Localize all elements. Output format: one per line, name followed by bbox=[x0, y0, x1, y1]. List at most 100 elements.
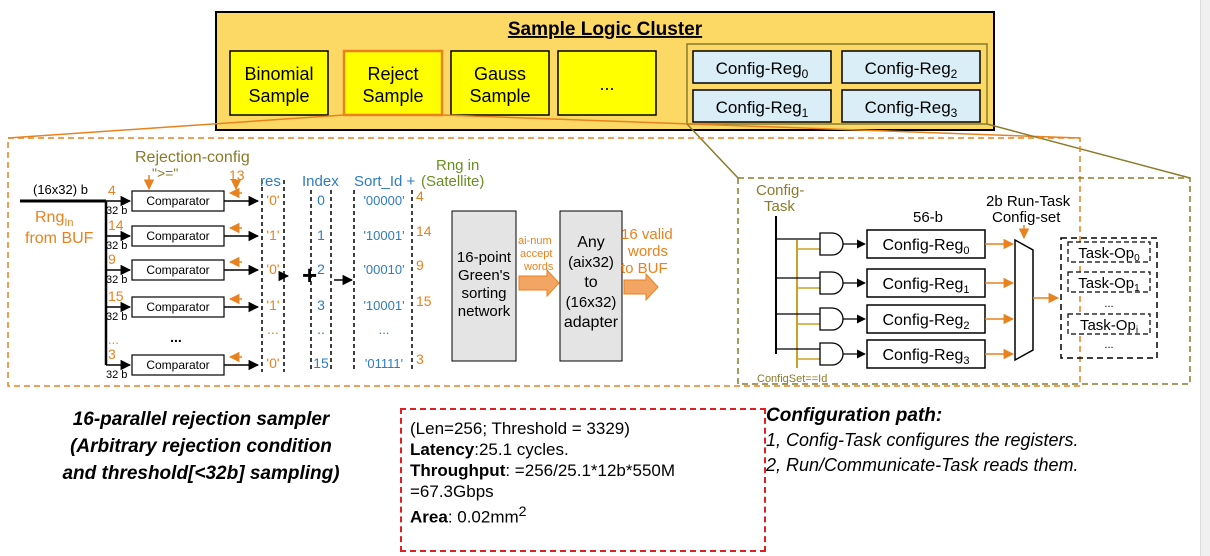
config-reg-label: Config-Reg2 bbox=[882, 312, 969, 332]
svg-text:Config-Reg1: Config-Reg1 bbox=[716, 98, 809, 120]
taskop-base: Task-Op bbox=[1078, 245, 1134, 262]
block-label: Green's bbox=[458, 267, 510, 284]
area-unit-sup: 2 bbox=[518, 504, 527, 520]
lane-width: 32 b bbox=[106, 369, 127, 381]
sort-id-value: '10001' bbox=[363, 298, 404, 313]
and-gate bbox=[819, 307, 844, 331]
accept-label: accept bbox=[520, 248, 552, 260]
config-reg-block bbox=[866, 229, 986, 259]
sampler-label: Reject bbox=[367, 64, 418, 84]
area-value: : 0.02mm bbox=[447, 507, 519, 527]
width-label: 56-b bbox=[913, 209, 943, 226]
throughput-value: : =256/25.1*12b*550M bbox=[505, 461, 676, 480]
sort-id-value: '01111' bbox=[365, 356, 403, 371]
runtask-label: Config-set bbox=[992, 209, 1061, 226]
block-label: to bbox=[584, 274, 597, 291]
caption-line: and threshold[<32b] sampling) bbox=[62, 463, 340, 484]
block-arrow bbox=[518, 268, 560, 298]
valid-words-label: 16 valid bbox=[621, 226, 673, 243]
sort-id-value: '00010' bbox=[363, 262, 404, 277]
taskop-sub: 1 bbox=[1134, 283, 1140, 294]
reg-group-outline bbox=[686, 43, 988, 125]
block-label: (aix32) bbox=[568, 254, 614, 271]
latency-label: Latency bbox=[410, 440, 475, 459]
res-value: '0' bbox=[266, 355, 279, 371]
config-reg-base: Config-Reg bbox=[882, 312, 963, 329]
lane-value: 3 bbox=[108, 346, 116, 362]
lane-value: 4 bbox=[108, 182, 116, 198]
accept-label: ai-num bbox=[518, 235, 552, 247]
config-path-item: 1, Config-Task configures the registers. bbox=[766, 430, 1079, 450]
config-reg-label: Config-Reg3 bbox=[882, 347, 969, 367]
rng-in-label: RngIn bbox=[35, 209, 74, 229]
sampler-label: Sample bbox=[248, 86, 309, 106]
rng-in-satellite-label: Rng in bbox=[436, 157, 479, 174]
config-reg-base: Config-Reg bbox=[882, 347, 963, 364]
performance-stats-box: (Len=256; Threshold = 3329) Latency:25.1… bbox=[400, 408, 766, 552]
res-value: '1' bbox=[266, 227, 279, 243]
taskop-list: Task-Op0Task-Op1...Task-Opi... bbox=[1067, 241, 1151, 351]
rejection-op-label: ">=" bbox=[152, 165, 178, 181]
sampler-gauss: Gauss Sample bbox=[450, 50, 550, 116]
config-reg-block bbox=[866, 268, 986, 298]
zoom-connectors bbox=[7, 114, 1191, 179]
valid-words-label: to BUF bbox=[621, 260, 668, 277]
threshold-label: 13 bbox=[229, 167, 245, 183]
taskop-group bbox=[1060, 237, 1158, 359]
lane-width: 32 b bbox=[106, 274, 127, 286]
config-path-title: Configuration path: bbox=[766, 405, 943, 426]
sort-rng-value: 14 bbox=[416, 223, 432, 239]
lane-width: 32 b bbox=[106, 240, 127, 252]
lane-value: 15 bbox=[108, 288, 124, 304]
latency-value: :25.1 cycles. bbox=[474, 440, 569, 459]
lane-value: 9 bbox=[108, 251, 116, 267]
lane-width: 32 b bbox=[106, 311, 127, 323]
cluster-reg-2: Config-Reg2 bbox=[841, 50, 981, 84]
satellite-label: (Satellite) bbox=[421, 173, 484, 190]
res-value: '0' bbox=[266, 192, 279, 208]
comparator-label: Comparator bbox=[146, 229, 209, 243]
configset-label: ConfigSet==Id bbox=[757, 373, 827, 385]
comparator-label: Comparator bbox=[146, 194, 209, 208]
config-mux bbox=[1014, 238, 1034, 362]
valid-words-label: words bbox=[627, 243, 668, 260]
taskop-label: Task-Opi bbox=[1080, 317, 1138, 336]
accept-label: words bbox=[523, 261, 554, 273]
stats-throughput: Throughput: =256/25.1*12b*550M bbox=[410, 460, 764, 481]
taskop-dots: ... bbox=[1104, 339, 1113, 351]
sort-rng-value: 3 bbox=[416, 351, 424, 367]
res-value: '0' bbox=[266, 261, 279, 277]
caption-line: (Arbitrary rejection condition bbox=[70, 436, 332, 457]
config-reg-sub: 0 bbox=[963, 245, 969, 257]
cluster-reg-1: Config-Reg1 bbox=[692, 89, 832, 123]
config-reg-rows: Config-Reg0Config-Reg1Config-Reg2Config-… bbox=[776, 229, 1015, 369]
taskop-label: Task-Op0 bbox=[1078, 245, 1140, 264]
comparator-label: Comparator bbox=[146, 300, 209, 314]
config-reg-label: Config-Reg0 bbox=[882, 237, 969, 257]
taskop-block bbox=[1067, 313, 1151, 335]
and-gate bbox=[819, 232, 844, 256]
cluster-reg-3: Config-Reg3 bbox=[841, 89, 981, 123]
index-value: 15 bbox=[313, 355, 329, 371]
lane-dots: ... bbox=[170, 329, 182, 345]
stats-latency: Latency:25.1 cycles. bbox=[410, 439, 764, 460]
res-value: ... bbox=[267, 321, 279, 337]
stats-area: Area: 0.02mm2 bbox=[410, 502, 764, 528]
config-reg-base: Config-Reg bbox=[882, 276, 963, 293]
sort-id-value: '10001' bbox=[363, 228, 404, 243]
config-detail-frame bbox=[737, 177, 1191, 385]
taskop-base: Task-Op bbox=[1080, 317, 1136, 334]
taskop-sub: i bbox=[1136, 325, 1138, 336]
caption-line: 16-parallel rejection sampler bbox=[72, 409, 330, 430]
green-sorting-network-block: 16-point Green's sorting network bbox=[451, 210, 517, 362]
scrollbar[interactable] bbox=[1200, 0, 1210, 556]
lane-value: ... bbox=[108, 332, 119, 347]
index-header: Index bbox=[302, 173, 339, 190]
sort-id-value: ... bbox=[379, 322, 390, 337]
stats-throughput-result: =67.3Gbps bbox=[410, 482, 494, 501]
index-value: 0 bbox=[317, 192, 325, 208]
rejection-config-label: Rejection-config bbox=[135, 149, 250, 166]
lane-width: 32 b bbox=[106, 205, 127, 217]
block-arrow bbox=[623, 272, 659, 302]
config-task-label: Config- bbox=[756, 182, 804, 199]
